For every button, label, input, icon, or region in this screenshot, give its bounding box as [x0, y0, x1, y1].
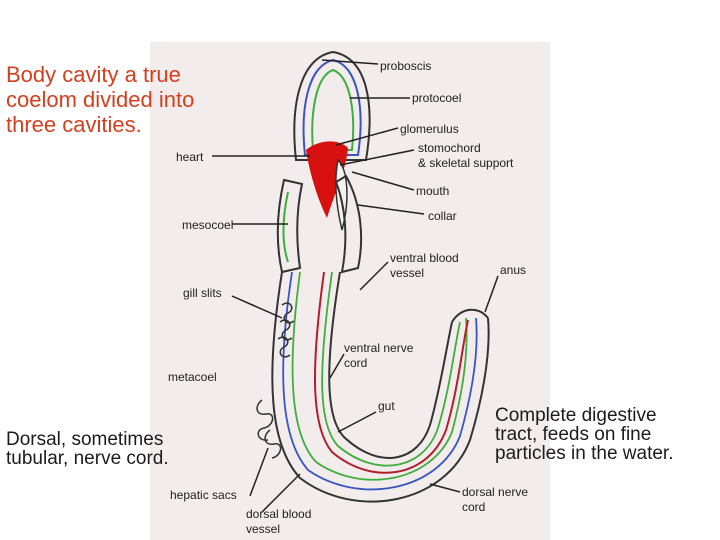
- leader-lines: [212, 59, 499, 513]
- label-metacoel: metacoel: [168, 370, 217, 384]
- label-collar: collar: [428, 209, 457, 223]
- label-mouth: mouth: [416, 184, 449, 198]
- label-ventral-blood: ventral blood: [390, 251, 459, 265]
- label-protocoel: protocoel: [412, 91, 461, 105]
- caption-coelom: Body cavity a true coelom divided into t…: [6, 62, 195, 137]
- label-dorsal-blood-vessel: vessel: [246, 522, 280, 536]
- label-mesocoel: mesocoel: [182, 218, 233, 232]
- label-gut: gut: [378, 399, 395, 413]
- label-skeletal-support: & skeletal support: [418, 156, 514, 170]
- label-anus: anus: [500, 263, 526, 277]
- label-heart: heart: [176, 150, 204, 164]
- label-hepatic-sacs: hepatic sacs: [170, 488, 237, 502]
- label-ventral-blood-vessel: vessel: [390, 266, 424, 280]
- label-gill-slits: gill slits: [183, 286, 222, 300]
- label-glomerulus: glomerulus: [400, 122, 459, 136]
- label-ventral-nerve-cord: cord: [344, 356, 367, 370]
- label-proboscis: proboscis: [380, 59, 431, 73]
- label-ventral-nerve: ventral nerve: [344, 341, 414, 355]
- caption-nerve-cord: Dorsal, sometimes tubular, nerve cord.: [6, 429, 169, 469]
- gill-slits-shape: [277, 302, 295, 358]
- trunk-body: [271, 271, 490, 503]
- label-dorsal-nerve-cord: cord: [462, 500, 485, 514]
- label-dorsal-blood: dorsal blood: [246, 507, 311, 521]
- caption-digestive-tract: Complete digestive tract, feeds on fine …: [495, 405, 674, 464]
- collar-shape: [276, 174, 363, 274]
- hepatic-sacs-shape: [256, 399, 282, 459]
- label-dorsal-nerve: dorsal nerve: [462, 485, 528, 499]
- label-stomochord: stomochord: [418, 141, 481, 155]
- diagram-background: [150, 42, 550, 540]
